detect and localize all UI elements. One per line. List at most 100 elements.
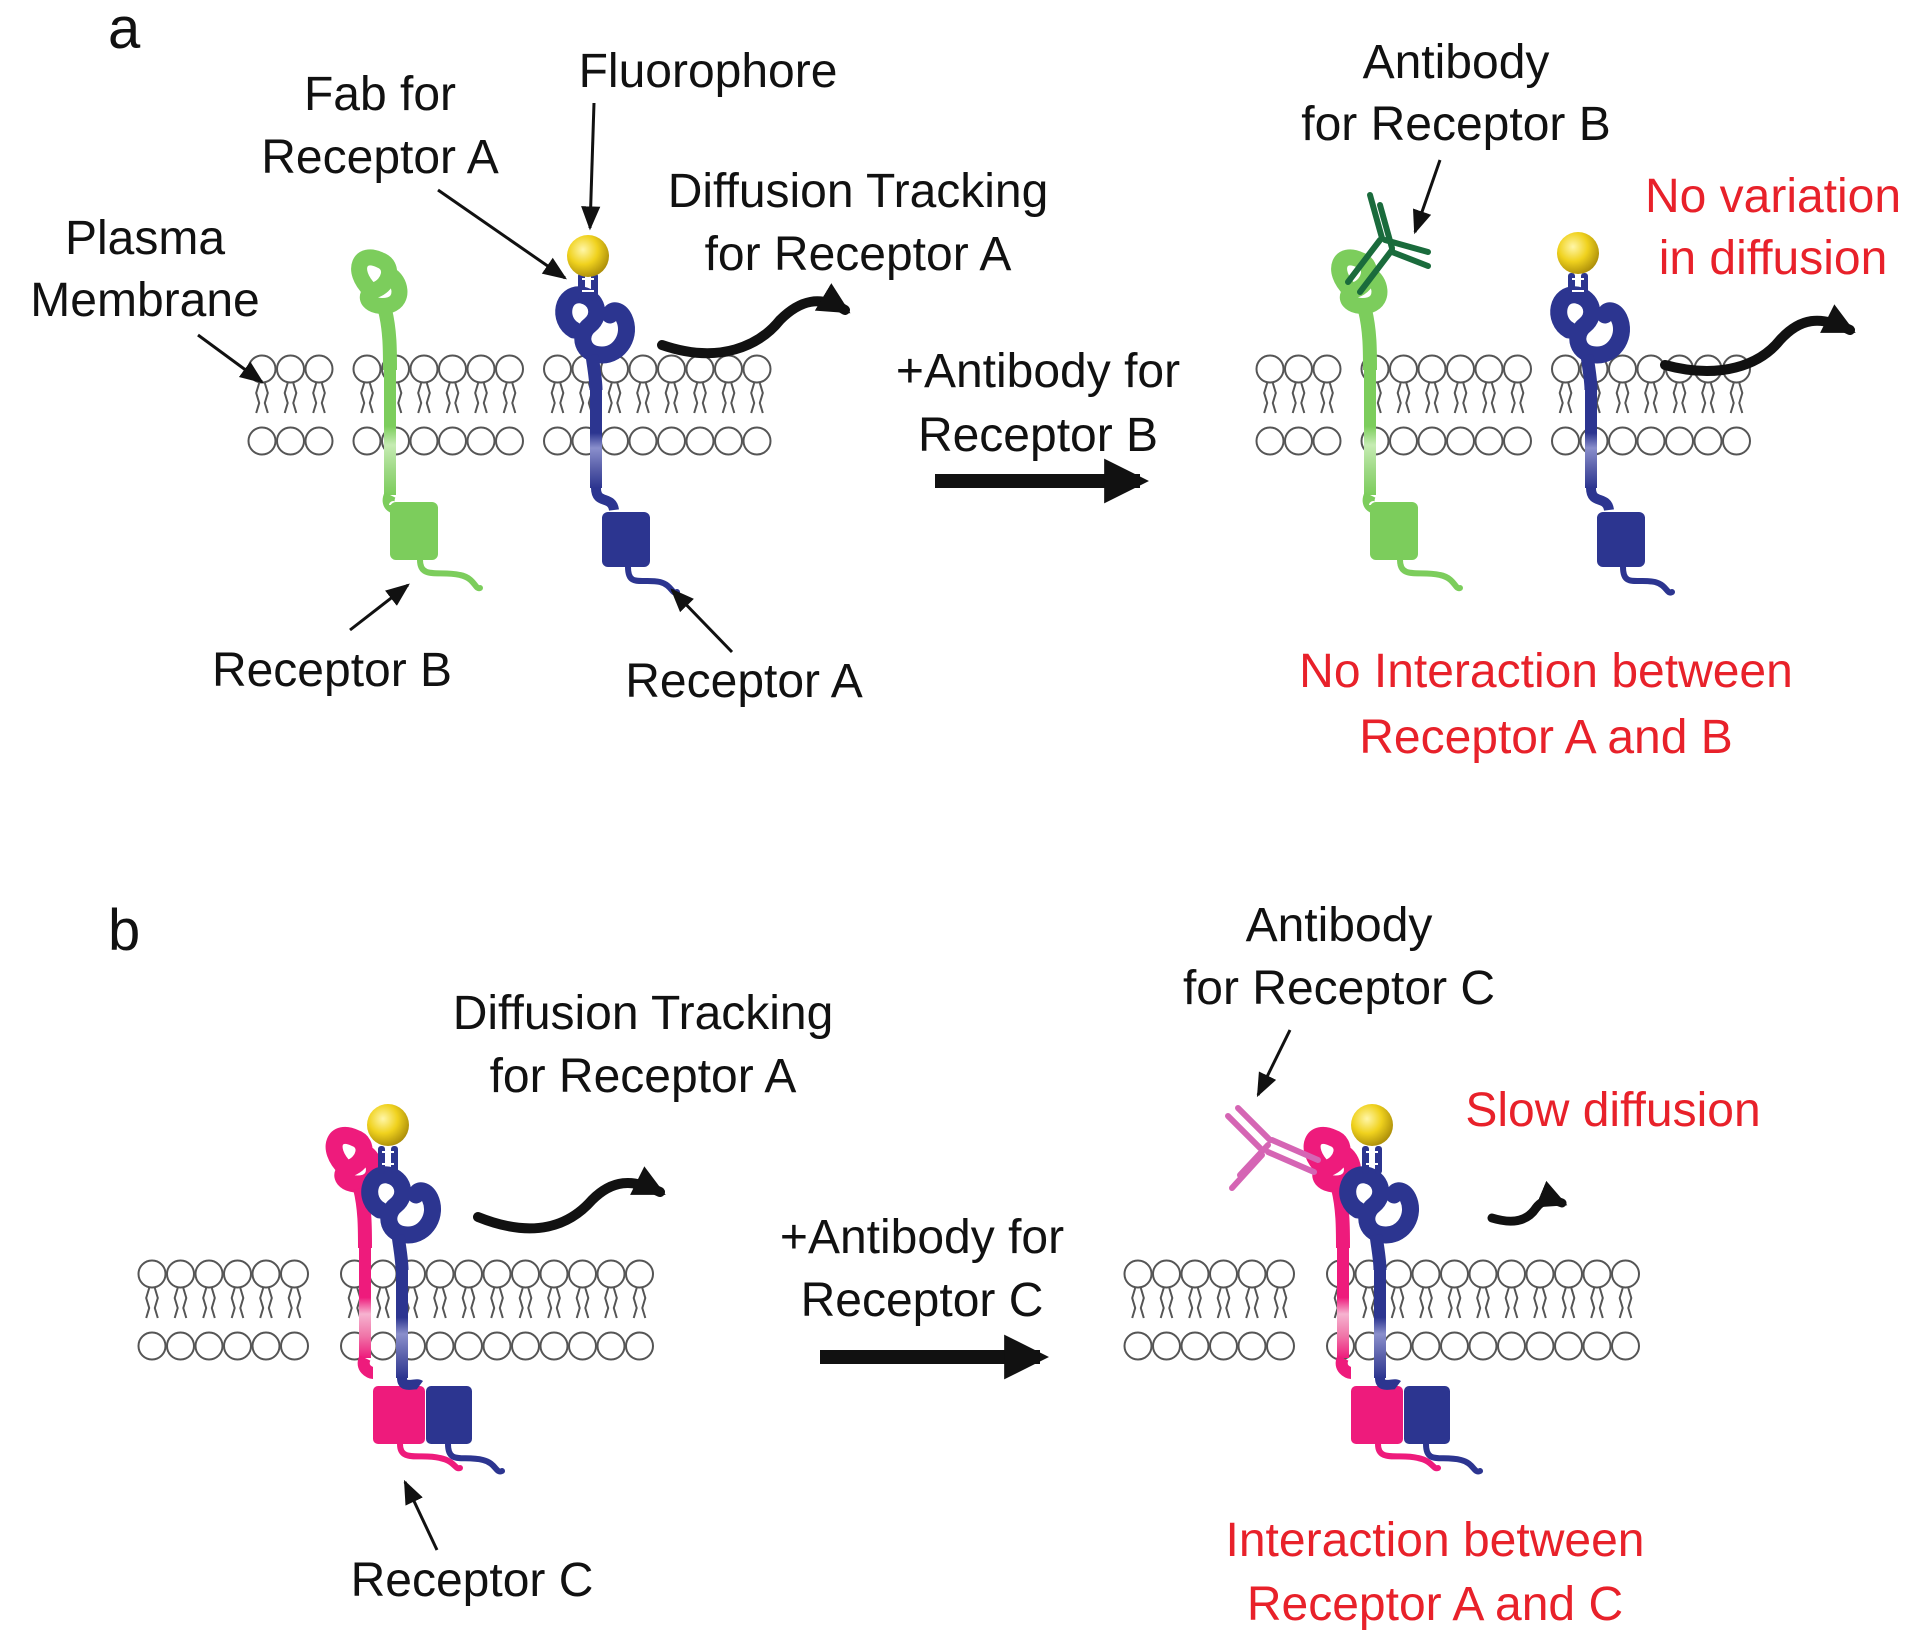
lipid-head [409, 354, 439, 384]
fluorophore-label: Fluorophore [579, 45, 838, 98]
lipid-head [685, 426, 715, 456]
lipid-head [1411, 1331, 1441, 1361]
lipid-head [247, 426, 277, 456]
lipid-head [1440, 1331, 1469, 1361]
receptor-c-pointer [403, 1479, 439, 1551]
conclusion-a: No Interaction between Receptor A and B [1299, 645, 1793, 764]
lipid-head [280, 1331, 309, 1361]
lipid-head [137, 1331, 167, 1361]
svg-text:Diffusion Tracking: Diffusion Tracking [668, 165, 1049, 218]
lipid-head [1209, 1331, 1238, 1361]
diffusion-arrow-icon [657, 283, 851, 359]
receptor-a-label: Receptor A [625, 655, 862, 708]
lipid-head [438, 426, 467, 456]
lipid-head [1237, 1259, 1267, 1289]
lipid-head [1608, 354, 1637, 384]
fab-fluorophore-b [378, 1146, 398, 1174]
lipid-head [1417, 426, 1447, 456]
lipid-head [1152, 1259, 1181, 1289]
treatment-label-a: +Antibody for Receptor B [896, 345, 1180, 462]
svg-text:No Interaction between: No Interaction between [1299, 645, 1793, 698]
lipid-head [247, 354, 277, 384]
antibody-c-label: Antibody for Receptor C [1183, 899, 1495, 1015]
lipid-head [223, 1259, 252, 1289]
svg-text:+Antibody for: +Antibody for [896, 345, 1180, 398]
lipid-head [568, 1331, 597, 1361]
lipid-head [1284, 426, 1313, 456]
lipid-head [1582, 1331, 1612, 1361]
lipid-head [368, 1331, 398, 1361]
lipid-head [166, 1331, 195, 1361]
lipid-head [714, 354, 743, 384]
lipid-head [1497, 1259, 1526, 1289]
lipid-head [438, 354, 467, 384]
lipid-head [685, 354, 715, 384]
lipid-head [625, 1259, 654, 1289]
lipid-head [1180, 1259, 1210, 1289]
lipid-head [1636, 426, 1666, 456]
lipid-head [1266, 1331, 1295, 1361]
lipid-head [1497, 1331, 1526, 1361]
plasma-membrane-left-a [247, 354, 772, 456]
svg-text:for Receptor A: for Receptor A [490, 1050, 797, 1103]
lipid-head [539, 1259, 569, 1289]
svg-text:for Receptor B: for Receptor B [1301, 98, 1610, 151]
fluorophore-icon [1557, 232, 1599, 274]
fab-fluorophore-b-right [1362, 1146, 1382, 1174]
lipid-head [543, 426, 572, 456]
lipid-head [1468, 1259, 1498, 1289]
svg-text:Membrane: Membrane [30, 274, 259, 327]
lipid-head [1411, 1259, 1441, 1289]
lipid-head [166, 1259, 195, 1289]
lipid-head [352, 354, 382, 384]
lipid-head [1608, 426, 1637, 456]
lipid-head [543, 354, 572, 384]
lipid-head [482, 1259, 512, 1289]
lipid-head [1468, 1331, 1498, 1361]
lipid-head [596, 1259, 626, 1289]
effect-label-b: Slow diffusion [1465, 1084, 1760, 1137]
lipid-head [1255, 354, 1285, 384]
svg-text:for Receptor A: for Receptor A [705, 228, 1012, 281]
lipid-head [454, 1331, 483, 1361]
lipid-head [1446, 426, 1475, 456]
lipid-head [511, 1331, 540, 1361]
lipid-head [194, 1331, 224, 1361]
lipid-head [625, 1331, 654, 1361]
lipid-head [466, 426, 496, 456]
receptor-b-label: Receptor B [212, 644, 452, 697]
svg-text:Receptor A and B: Receptor A and B [1359, 711, 1733, 764]
antibody-b-pointer [1413, 159, 1442, 235]
svg-text:Antibody: Antibody [1363, 36, 1550, 89]
lipid-head [1389, 426, 1418, 456]
plasma-membrane-label: Plasma Membrane [30, 212, 259, 327]
lipid-head [251, 1331, 281, 1361]
svg-text:Receptor B: Receptor B [918, 409, 1158, 462]
panel-a-letter: a [108, 0, 141, 61]
svg-text:No variation: No variation [1645, 170, 1901, 223]
receptor-a-complex [361, 1166, 505, 1475]
lipid-head [194, 1259, 224, 1289]
lipid-head [1474, 354, 1504, 384]
lipid-head [276, 354, 305, 384]
lipid-head [1389, 354, 1418, 384]
diffusion-arrow-b-icon [473, 1166, 666, 1234]
plasma-membrane-right-a [1255, 354, 1751, 456]
effect-label-a: No variation in diffusion [1645, 170, 1901, 285]
lipid-head [1237, 1331, 1267, 1361]
lipid-head [1209, 1259, 1238, 1289]
svg-text:Antibody: Antibody [1246, 899, 1433, 952]
lipid-head [628, 426, 658, 456]
lipid-head [628, 354, 658, 384]
lipid-head [657, 354, 686, 384]
lipid-head [1554, 1259, 1583, 1289]
lipid-head [454, 1259, 483, 1289]
plasma-membrane-right-b [1123, 1259, 1640, 1361]
lipid-head [425, 1331, 455, 1361]
lipid-head [657, 426, 686, 456]
antibody-c-pointer [1256, 1029, 1292, 1098]
treatment-label-b: +Antibody for Receptor C [780, 1211, 1064, 1327]
fab-fluorophore-a [578, 273, 598, 301]
tracking-label-b: Diffusion Tracking for Receptor A [453, 987, 834, 1103]
